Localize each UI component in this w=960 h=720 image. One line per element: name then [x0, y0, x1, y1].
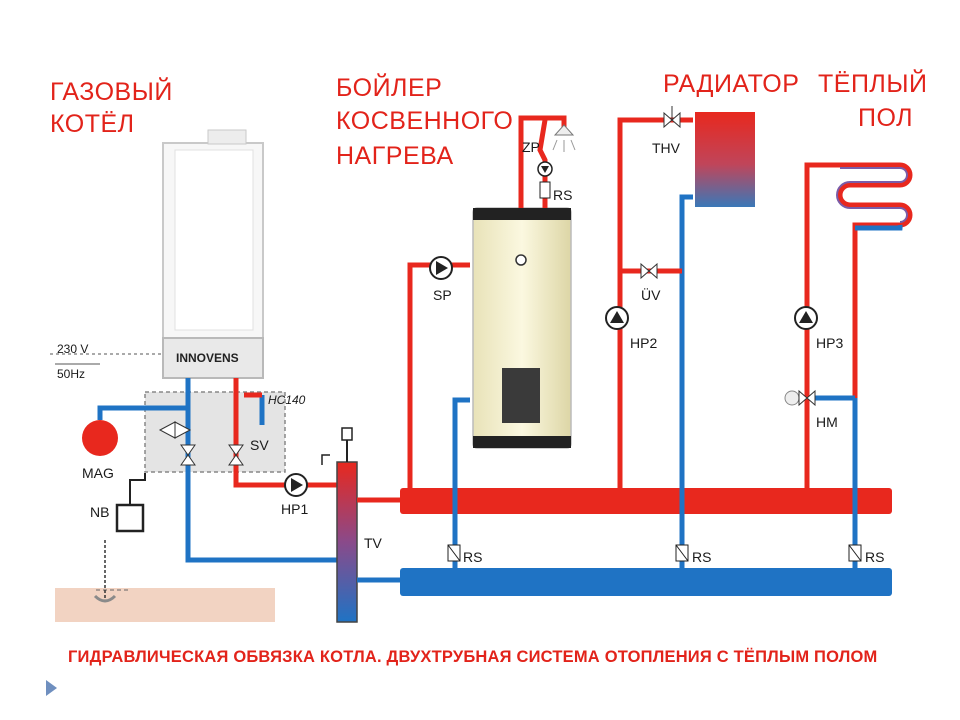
sp-label: SP	[433, 287, 452, 303]
floor-title-line2: ПОЛ	[858, 104, 913, 132]
thv-label: THV	[652, 140, 681, 156]
expansion-pipe	[97, 405, 188, 420]
hp2-label: HP2	[630, 335, 657, 351]
nb-box	[115, 503, 145, 533]
rs3-label: RS	[865, 549, 884, 565]
tv-label: TV	[364, 535, 383, 551]
rs-valve-3	[848, 544, 862, 562]
thv-valve	[663, 106, 681, 129]
tank-title-line3: НАГРЕВА	[336, 142, 454, 170]
mag-label: MAG	[82, 465, 114, 481]
boiler-brand: INNOVENS	[176, 351, 239, 365]
boiler-valve-right	[228, 444, 244, 466]
tank-thermometer	[515, 254, 527, 266]
tv-separator	[336, 461, 358, 623]
hp3-pump	[794, 306, 818, 330]
air-vent	[341, 427, 353, 441]
hp1-label: HP1	[281, 501, 308, 517]
boiler-flue	[207, 129, 247, 145]
hp2-pump	[605, 306, 629, 330]
tank-hatch	[502, 368, 540, 423]
floor-coil-hot	[835, 162, 913, 398]
radiator-return-pipe	[679, 194, 693, 568]
hm-label: HM	[816, 414, 838, 430]
zp-pump	[537, 161, 553, 177]
nb-label: NB	[90, 504, 109, 520]
uv-label: ÜV	[641, 286, 661, 303]
radiator	[695, 112, 755, 207]
floor-supply-pipe	[804, 162, 835, 488]
mag-expansion-vessel	[82, 420, 118, 456]
floor-coil	[836, 167, 908, 223]
zp-label: ZP	[522, 139, 540, 155]
radiator-title: РАДИАТОР	[663, 70, 799, 98]
cold-header-pipe	[400, 568, 892, 596]
three-way-valve	[158, 421, 192, 439]
rs-valve-1	[447, 544, 461, 562]
boiler-title-line1: ГАЗОВЫЙ	[50, 76, 173, 106]
tank-return-pipe	[452, 397, 470, 568]
hc140-label: HC140	[268, 393, 306, 407]
rs1-label: RS	[463, 549, 482, 565]
tank-title-line1: БОЙЛЕР	[336, 72, 442, 102]
tank-rs-label: RS	[553, 187, 572, 203]
hp1-pump	[284, 473, 308, 497]
slide-bullet-icon	[46, 680, 57, 696]
sv-label: SV	[250, 437, 269, 453]
boiler-return-pipe	[185, 378, 340, 563]
voltage-label: 230 V	[57, 342, 88, 356]
boiler-title-line2: КОТЁЛ	[50, 110, 135, 138]
tank-title-line2: КОСВЕННОГО	[336, 107, 513, 135]
boiler-valve-left	[180, 444, 196, 466]
shower-head-icon	[552, 124, 576, 152]
hp3-label: HP3	[816, 335, 843, 351]
caption: ГИДРАВЛИЧЕСКАЯ ОБВЯЗКА КОТЛА. ДВУХТРУБНА…	[68, 648, 877, 666]
floor-title-line1: ТЁПЛЫЙ	[818, 68, 927, 98]
ground-floor	[55, 588, 275, 622]
tank-check-valve	[539, 181, 551, 199]
uv-valve	[640, 262, 658, 280]
hm-mixing-valve	[784, 389, 816, 407]
frequency-label: 50Hz	[57, 367, 85, 381]
drain-trap	[93, 594, 117, 603]
rs2-label: RS	[692, 549, 711, 565]
rs-valve-2	[675, 544, 689, 562]
sp-pump	[429, 256, 453, 280]
hot-header-pipe	[400, 488, 892, 514]
boiler-control-panel	[162, 337, 264, 379]
